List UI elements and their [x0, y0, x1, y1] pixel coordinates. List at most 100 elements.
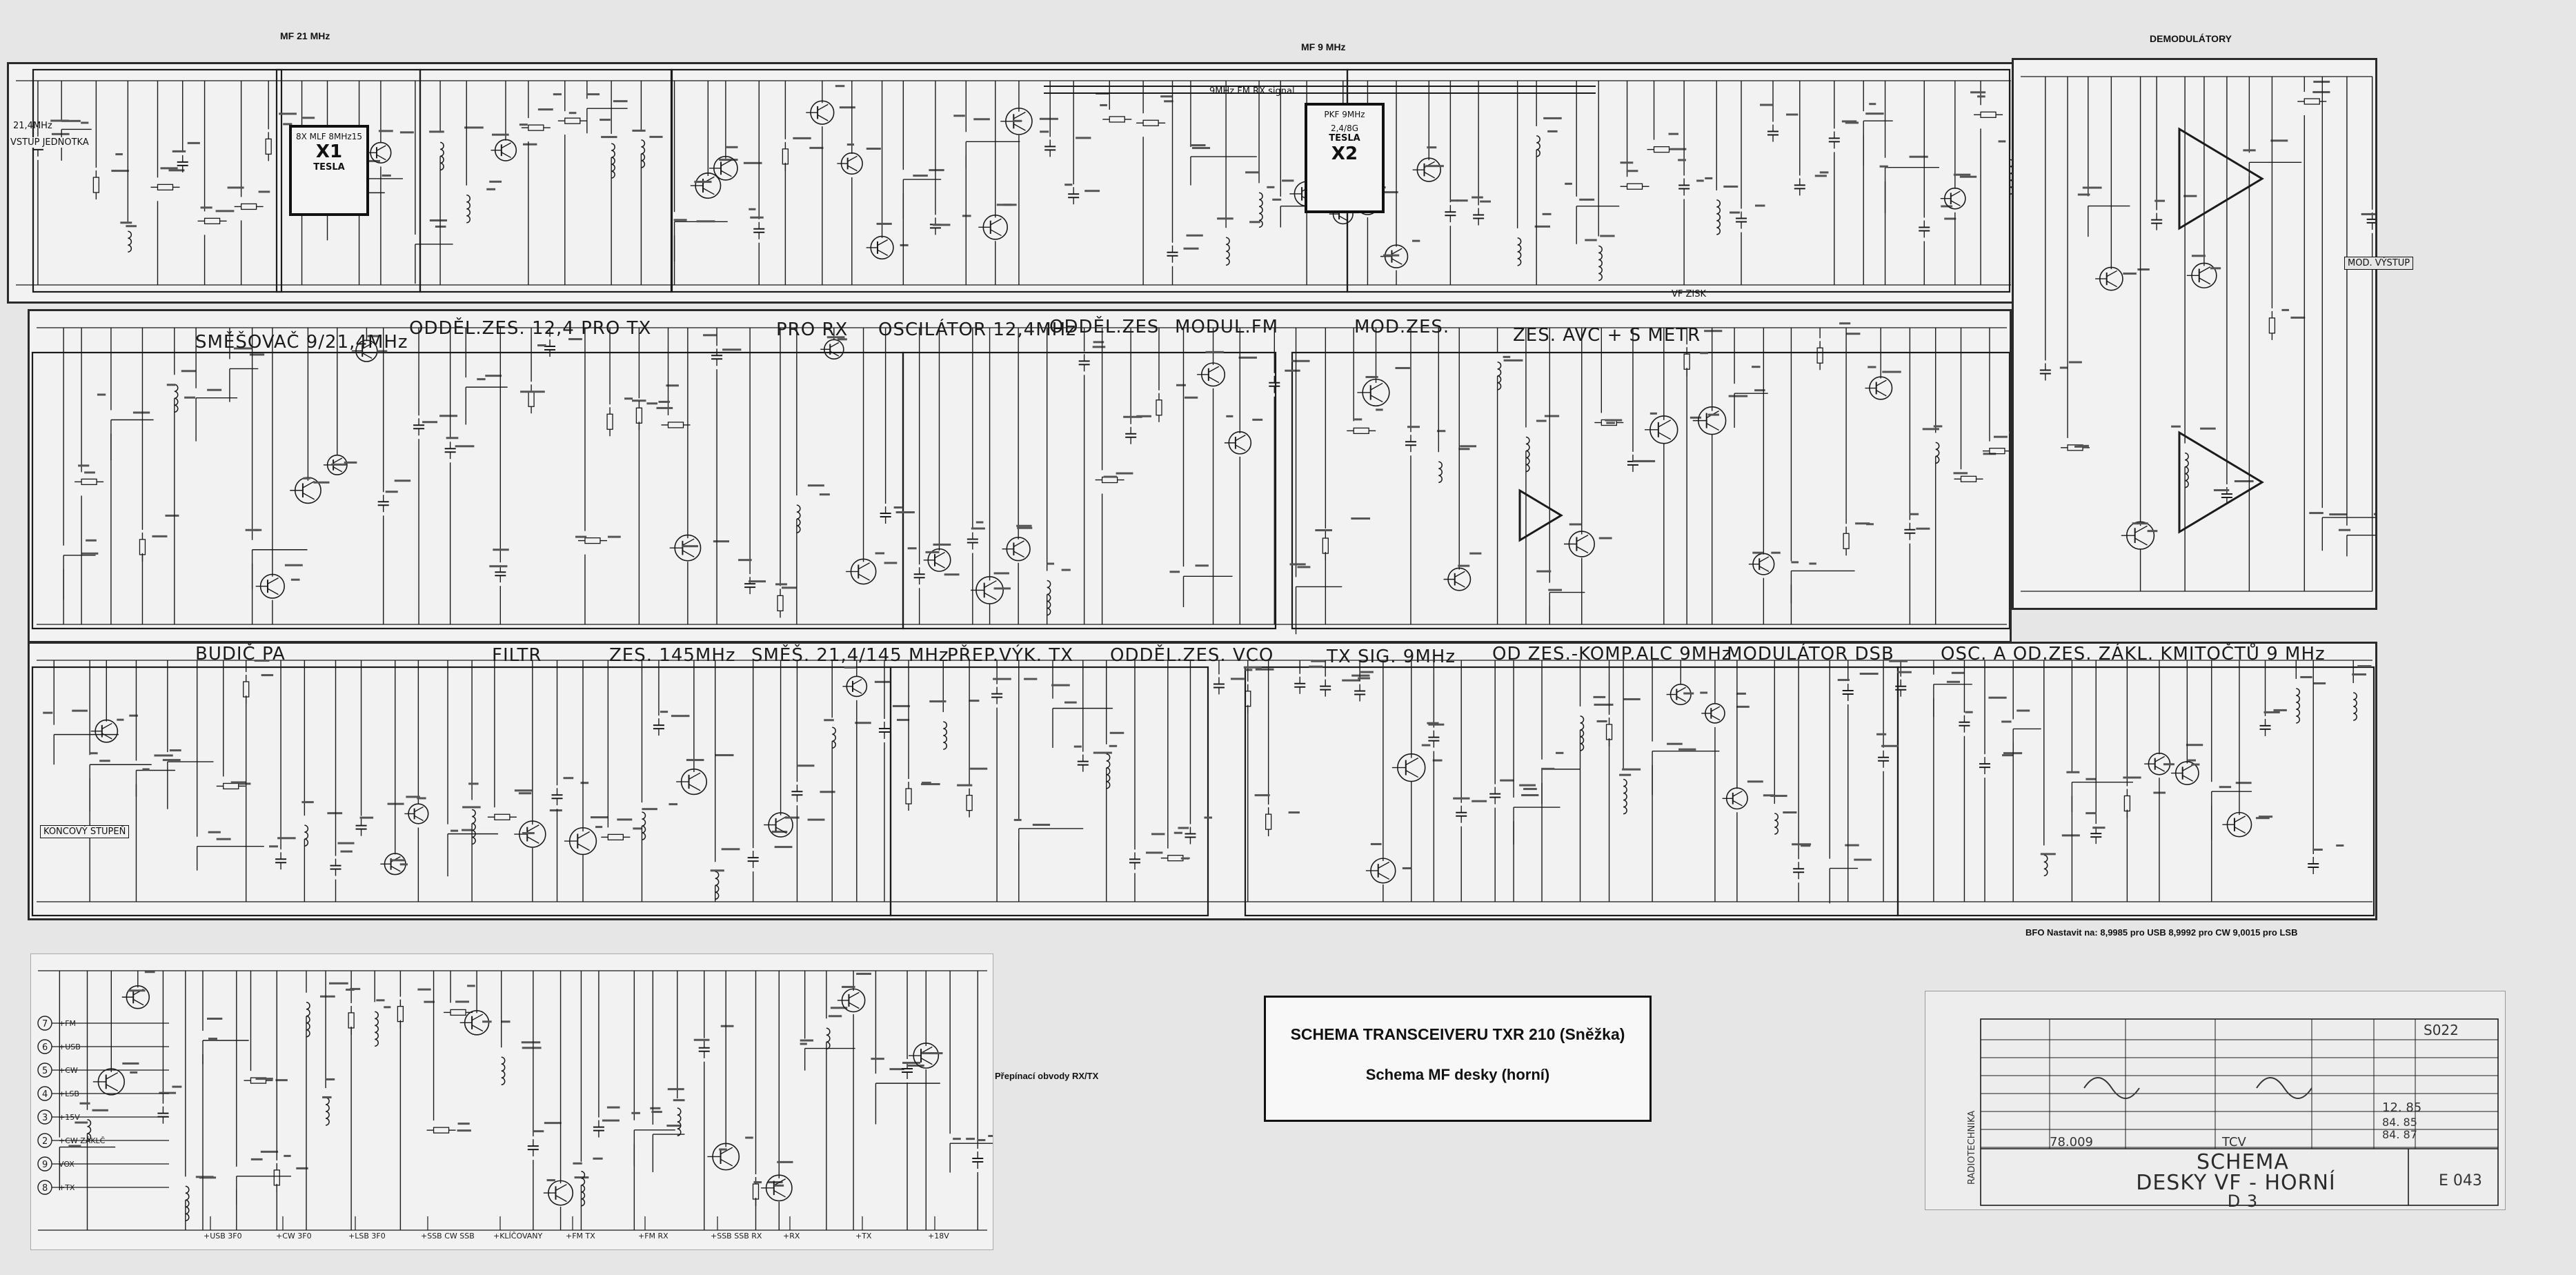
component-label-mark — [839, 106, 855, 109]
component-label-mark — [535, 391, 545, 393]
component-label-mark — [1013, 818, 1022, 821]
component-label-mark — [533, 1130, 544, 1133]
component-label-mark — [129, 714, 138, 717]
component-label-mark — [1678, 748, 1696, 751]
coil-symbol — [306, 1002, 310, 1038]
component-label-mark — [673, 1099, 685, 1102]
resistor-symbol — [92, 177, 100, 193]
component-label-mark — [233, 347, 252, 350]
component-label-mark — [895, 511, 915, 514]
wire — [702, 188, 715, 195]
component-label-mark — [84, 471, 95, 474]
component-label-mark — [929, 700, 947, 703]
component-label-mark — [2243, 149, 2256, 152]
wire — [1454, 581, 1465, 588]
component-label-mark — [1933, 425, 1943, 428]
component-label-mark — [682, 545, 698, 548]
component-label-mark — [132, 411, 150, 414]
component-label-mark — [2300, 675, 2312, 678]
component-label-mark — [520, 391, 536, 393]
component-label-mark — [666, 1125, 682, 1127]
wire — [1658, 432, 1672, 440]
coil-symbol — [174, 384, 179, 413]
component-label-mark — [1841, 120, 1857, 123]
component-label-mark — [482, 1020, 492, 1023]
component-label-mark — [208, 831, 221, 833]
wire — [361, 353, 373, 359]
resistor-symbol — [204, 217, 221, 225]
component-label-mark — [1542, 212, 1552, 215]
rx-signal-label: 9MHz FM RX signal — [1209, 86, 1295, 97]
component-label-mark — [1544, 415, 1560, 417]
wire — [1208, 366, 1220, 373]
component-label-mark — [1728, 395, 1748, 397]
component-label-mark — [2008, 431, 2010, 434]
component-label-mark — [1472, 196, 1483, 199]
resistor-symbol — [564, 117, 581, 124]
stamp-code: S022 — [2424, 1022, 2459, 1038]
component-label-mark — [1579, 198, 1595, 201]
component-label-mark — [537, 344, 546, 347]
component-label-mark — [195, 1176, 214, 1178]
coil-symbol — [501, 1056, 506, 1086]
component-label-mark — [2200, 427, 2216, 430]
component-label-mark — [2234, 480, 2254, 483]
component-label-mark — [1289, 563, 1306, 566]
component-label-mark — [1867, 366, 1876, 368]
wire — [1758, 556, 1770, 563]
wire — [2154, 765, 2166, 772]
coil-symbol — [1623, 778, 1627, 815]
component-label-mark — [384, 1006, 391, 1009]
component-label-mark — [330, 463, 346, 466]
component-label-mark — [290, 578, 300, 581]
component-label-mark — [913, 175, 928, 177]
component-label-mark — [1910, 513, 1919, 515]
component-label-mark — [1839, 322, 1851, 325]
component-label-mark — [667, 1088, 684, 1091]
component-label-mark — [1865, 112, 1884, 115]
component-label-mark — [1690, 416, 1702, 419]
component-label-mark — [1453, 797, 1470, 800]
component-label-mark — [367, 335, 379, 337]
wire — [990, 229, 1002, 237]
component-label-mark — [1383, 254, 1400, 257]
coil-symbol — [1258, 192, 1263, 228]
component-label-mark — [377, 350, 388, 353]
component-label-mark — [2171, 425, 2181, 428]
component-label-mark — [580, 782, 589, 784]
component-label-mark — [376, 999, 385, 1002]
resistor-symbol — [1265, 813, 1272, 830]
component-label-mark — [1204, 816, 1213, 819]
component-label-mark — [835, 85, 845, 88]
component-label-mark — [696, 220, 715, 223]
wire — [877, 249, 889, 256]
component-label-mark — [1859, 673, 1879, 675]
resistor-symbol — [1816, 347, 1823, 364]
component-label-mark — [1358, 677, 1370, 680]
component-label-mark — [807, 818, 825, 821]
title-smes-21-145: SMĚŠ. 21,4/145 MHz — [751, 645, 949, 666]
label-mf9: MF 9 MHz — [1301, 41, 1346, 52]
component-label-mark — [359, 816, 374, 819]
coil-symbol — [304, 824, 309, 847]
component-label-mark — [2357, 665, 2372, 668]
switch-pin-number: 3 — [42, 1113, 48, 1123]
component-label-mark — [2281, 308, 2289, 311]
component-label-mark — [493, 548, 509, 551]
component-label-mark — [1600, 235, 1615, 237]
component-label-mark — [86, 539, 97, 542]
component-label-mark — [807, 484, 824, 487]
component-label-mark — [1255, 668, 1274, 671]
component-label-mark — [2352, 673, 2366, 676]
component-label-mark — [90, 752, 98, 755]
component-label-mark — [2336, 844, 2344, 847]
component-label-mark — [1421, 744, 1431, 747]
stamp-date-3: 84. 87 — [2382, 1128, 2417, 1141]
wire — [847, 165, 858, 172]
wire — [1876, 390, 1887, 397]
component-label-mark — [477, 378, 486, 381]
resistor-symbol — [584, 537, 601, 544]
component-label-mark — [446, 437, 459, 439]
component-label-mark — [842, 985, 855, 988]
